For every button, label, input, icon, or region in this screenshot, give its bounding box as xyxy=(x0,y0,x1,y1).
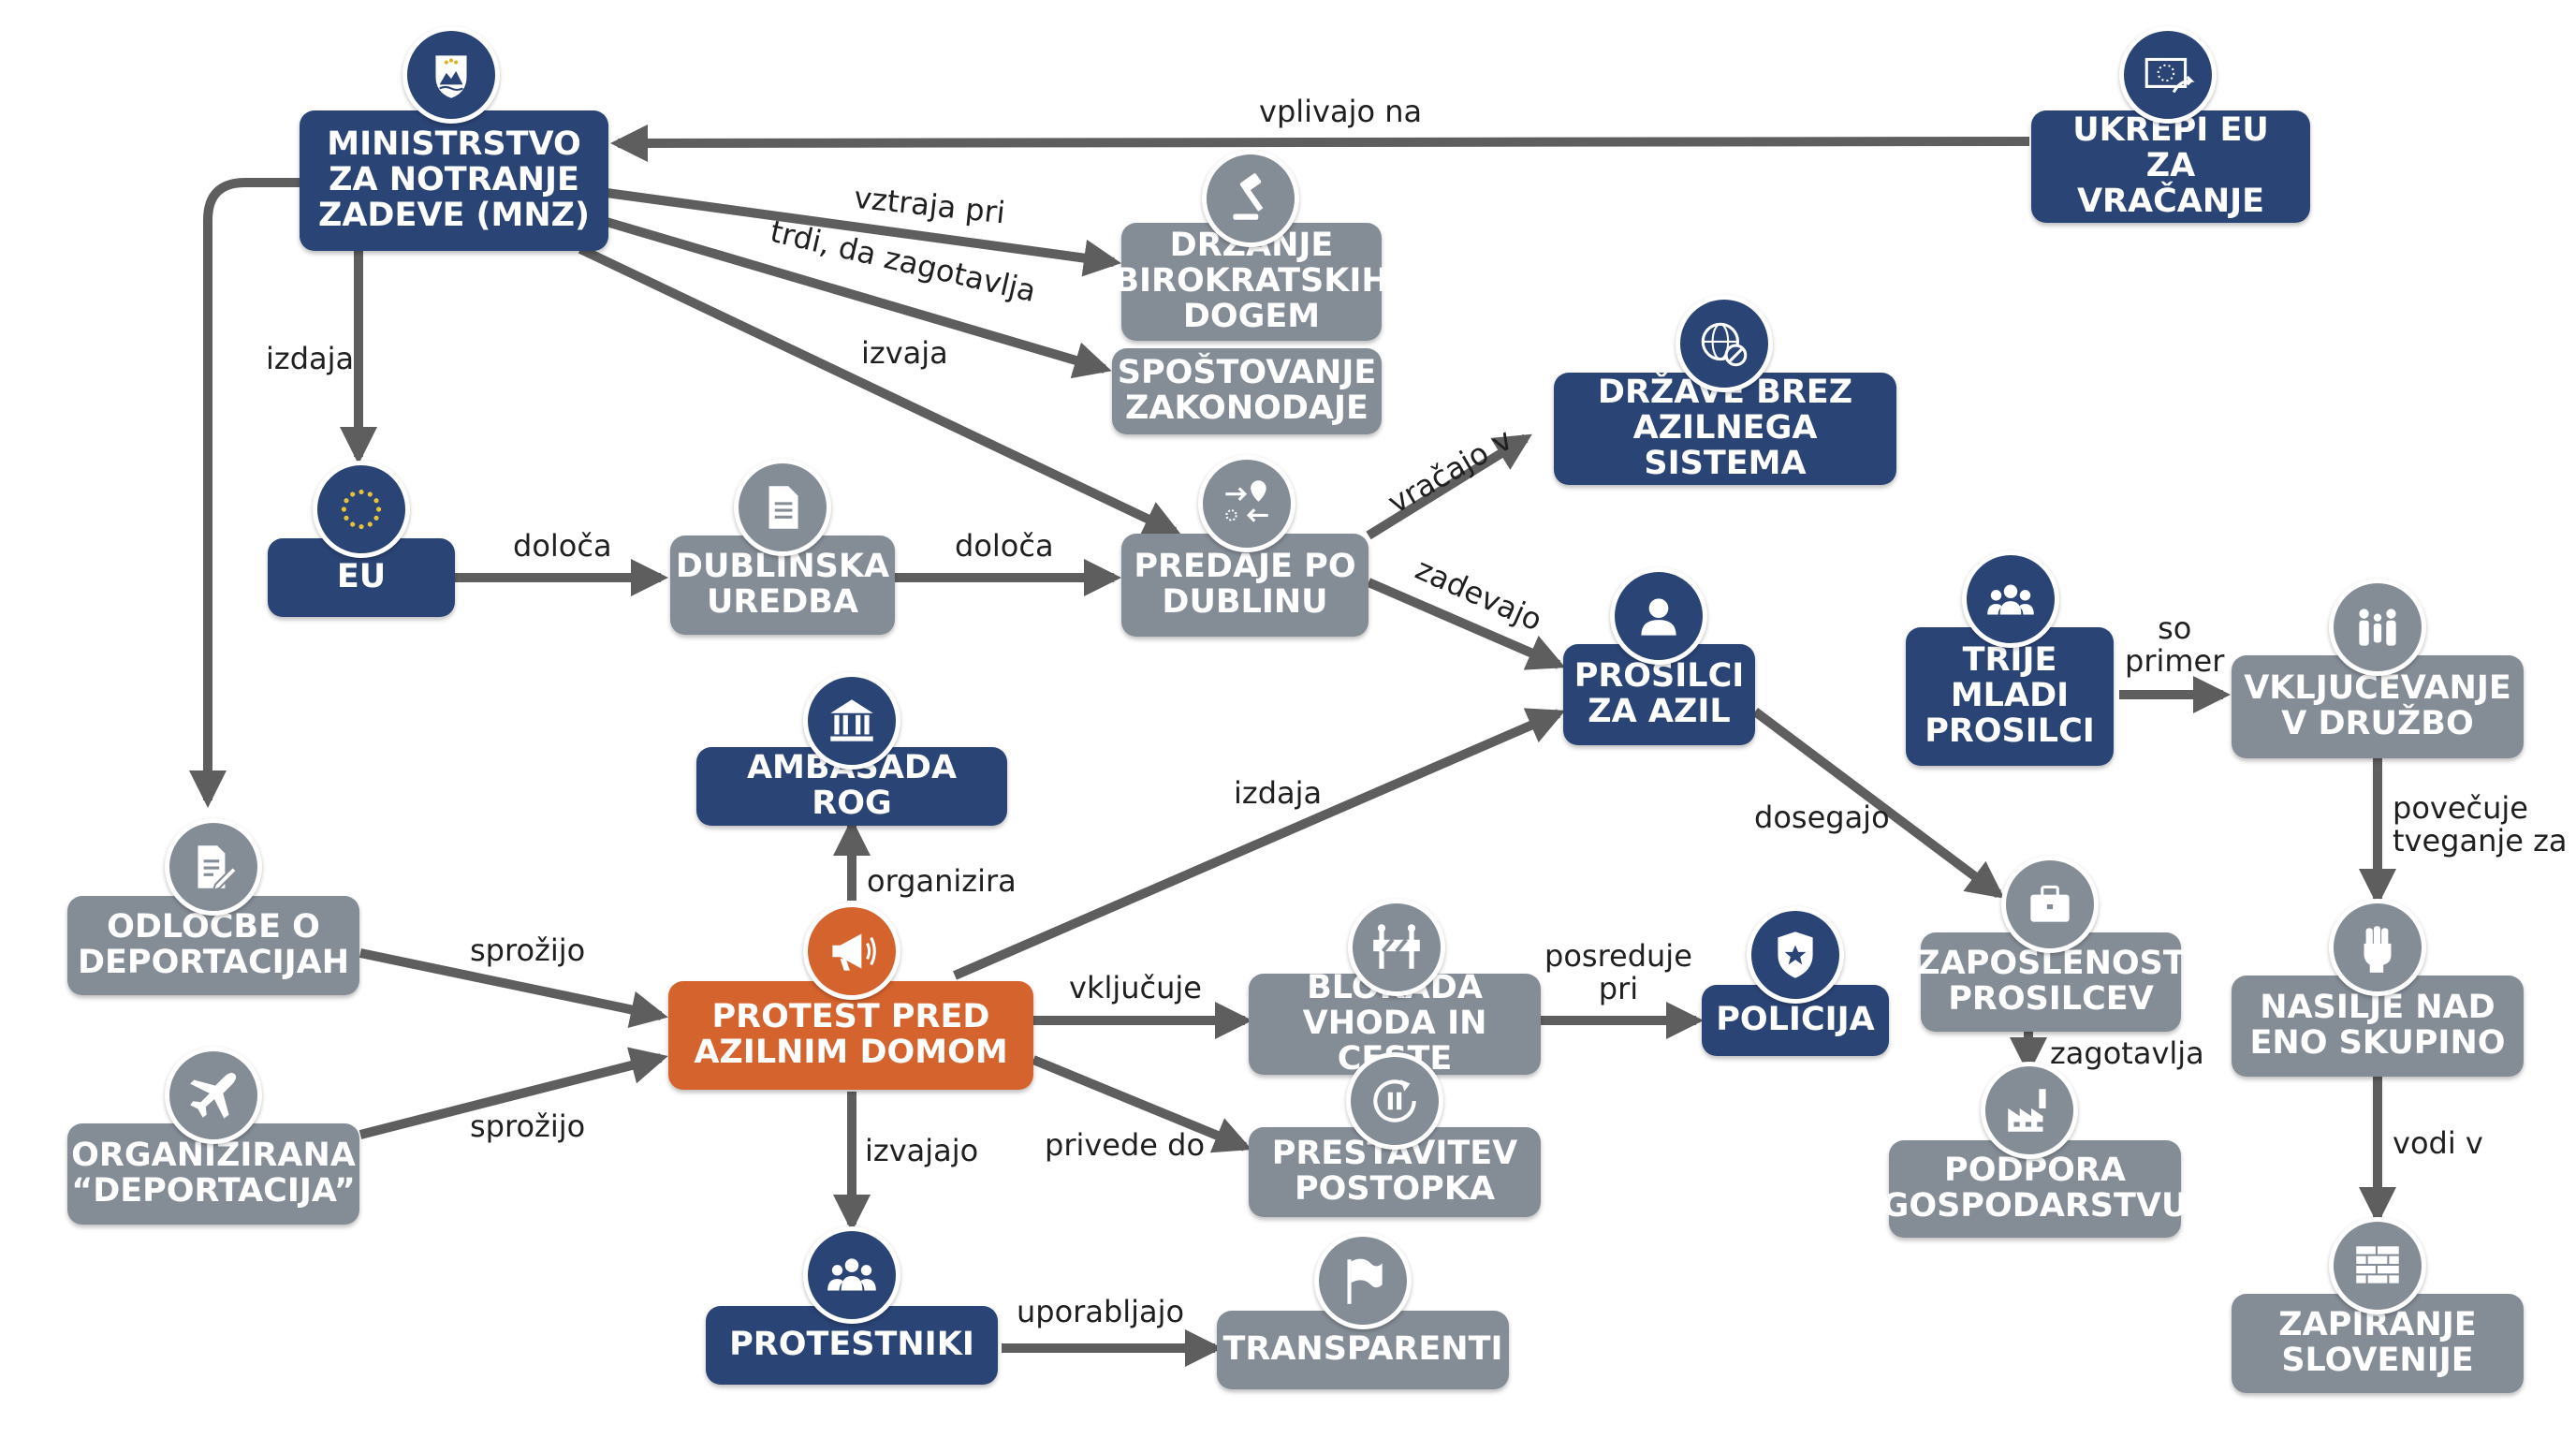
label-izdaja-mnz: izdaja xyxy=(266,341,355,376)
label-zagotavlja: zagotavlja xyxy=(2050,1035,2204,1071)
eu-stars-icon xyxy=(313,461,410,558)
megaphone-icon xyxy=(803,902,900,1000)
node-ukrepi-eu: UKREPI EU ZA VRAČANJE xyxy=(2031,110,2310,223)
edge-mnz-drzanje xyxy=(606,188,1121,277)
flag-icon xyxy=(1314,1232,1412,1329)
label-uporabljajo: uporabljajo xyxy=(1017,1294,1185,1329)
fist-icon xyxy=(2329,899,2426,996)
label-organizira: organizira xyxy=(867,863,1017,899)
edge-mnz-odlocbe xyxy=(189,178,300,808)
edge-mnz-spostovanje xyxy=(605,217,1112,379)
node-spostovanje: SPOŠTOVANJE ZAKONODAJE xyxy=(1112,348,1382,434)
edge-odlocbe-protest xyxy=(359,948,668,1029)
road-barrier-icon xyxy=(1348,899,1445,996)
gavel-icon xyxy=(1202,150,1299,247)
brick-wall-icon xyxy=(2329,1217,2426,1314)
police-badge-icon xyxy=(1747,906,1844,1004)
factory-icon xyxy=(1981,1062,2078,1159)
pause-icon xyxy=(1346,1052,1443,1150)
group-icon xyxy=(1962,550,2059,648)
node-prestavitev: PRESTAVITEV POSTOPKA xyxy=(1249,1127,1541,1217)
label-izvaja: izvaja xyxy=(861,335,948,371)
label-vplivajo-na: vplivajo na xyxy=(1259,94,1423,129)
eu-flag-icon xyxy=(2119,26,2217,124)
label-izdaja-protest: izdaja xyxy=(1234,775,1323,811)
person-icon xyxy=(1610,567,1707,665)
document-pen-icon xyxy=(165,818,262,916)
node-vkljucevanje: VKLJUČEVANJE V DRUŽBO xyxy=(2232,655,2524,758)
node-protest: PROTEST PRED AZILNIM DOMOM xyxy=(668,981,1033,1090)
edge-predaje-prosilci xyxy=(1367,578,1566,670)
globe-blocked-icon xyxy=(1676,295,1773,392)
label-privede-do: privede do xyxy=(1045,1127,1206,1163)
edge-prosilci-zaposlenost xyxy=(1752,708,2005,899)
node-trije: TRIJE MLADI PROSILCI xyxy=(1906,627,2114,766)
edge-protest-prosilci xyxy=(953,708,1566,980)
label-sprozijo-1: sprožijo xyxy=(470,932,586,968)
edge-protest-prestavitev xyxy=(1032,1055,1252,1153)
edge-predaje-drzave xyxy=(1366,433,1532,540)
label-vkljucuje: vključuje xyxy=(1069,970,1202,1005)
edge-organizirana-protest xyxy=(359,1047,668,1139)
label-vodi-v: vodi v xyxy=(2393,1125,2483,1161)
node-drzanje: DRŽANJE BIROKRATSKIH DOGEM xyxy=(1114,223,1389,341)
transfer-location-icon xyxy=(1198,455,1295,552)
label-posreduje-pri: posreduje pri xyxy=(1544,938,1692,1006)
label-dosegajo: dosegajo xyxy=(1754,800,1890,835)
label-so-primer: so primer xyxy=(2125,610,2225,679)
label-sprozijo-2: sprožijo xyxy=(470,1108,586,1144)
edge-mnz-predaje xyxy=(578,244,1182,536)
briefcase-icon xyxy=(2001,856,2099,953)
label-doloca-2: določa xyxy=(955,528,1054,564)
crowd-icon xyxy=(803,1226,900,1324)
edge-ukrepi-mnz xyxy=(610,124,2030,162)
label-doloca-1: določa xyxy=(513,528,612,564)
family-icon xyxy=(2329,579,2426,676)
bank-building-icon xyxy=(803,672,900,770)
node-mnz: MINISTRSTVO ZA NOTRANJE ZADEVE (MNZ) xyxy=(300,110,608,251)
node-predaje: PREDAJE PO DUBLINU xyxy=(1121,534,1368,637)
airplane-icon xyxy=(165,1047,262,1144)
label-izvajajo: izvajajo xyxy=(865,1133,979,1168)
document-icon xyxy=(734,459,831,556)
label-povecuje: povečuje tveganje za xyxy=(2393,790,2568,858)
coat-of-arms-icon xyxy=(402,26,500,124)
